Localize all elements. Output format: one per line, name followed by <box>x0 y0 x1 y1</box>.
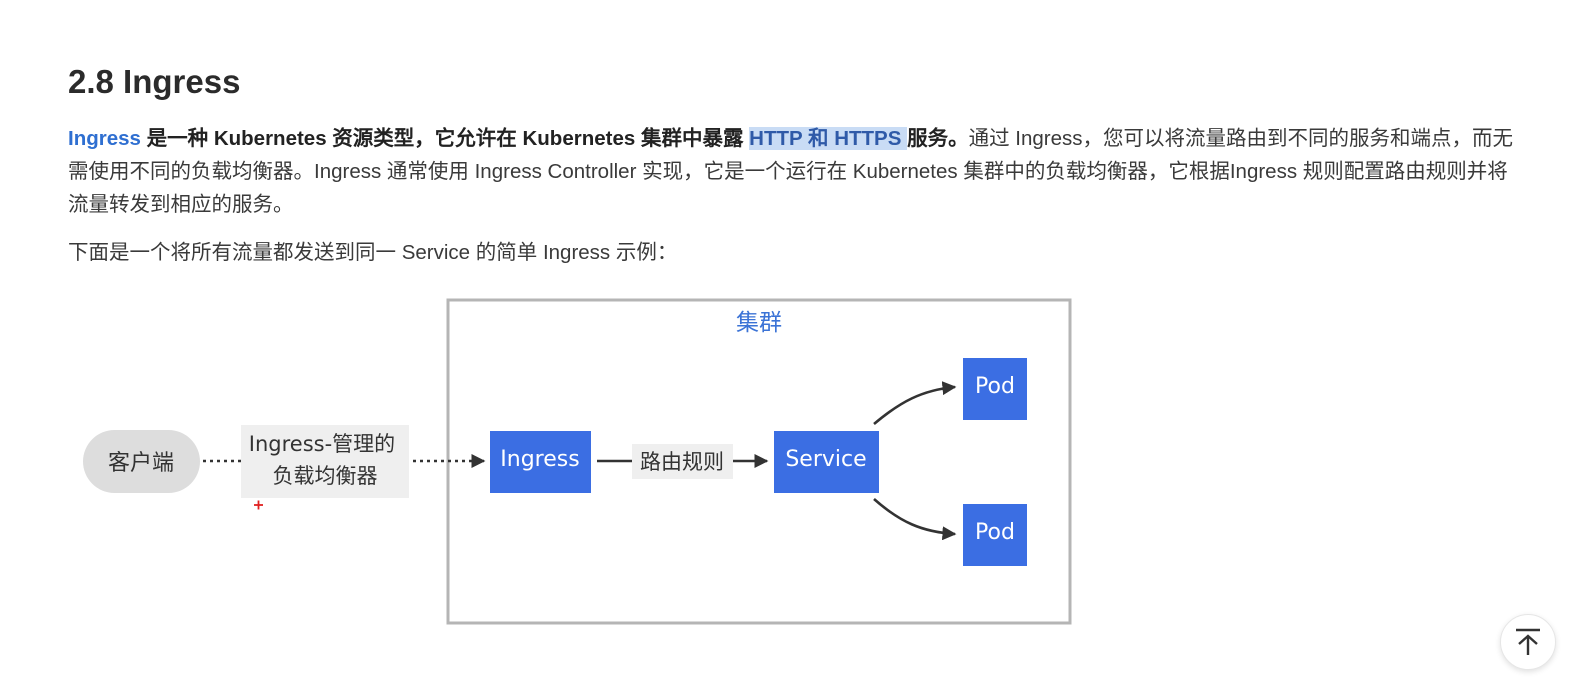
ingress-node <box>490 431 591 493</box>
back-to-top-button[interactable] <box>1500 614 1556 670</box>
service-to-pod2-arrow <box>873 498 957 541</box>
intro-body-text: 通过 Ingress，您可以将流量路由到不同的服务和端点，而无需使用不同的负载均… <box>68 127 1514 216</box>
routing-label-bg <box>632 444 733 479</box>
pod-node-1-label: Pod <box>975 374 1015 399</box>
pod-node-2-label: Pod <box>975 520 1015 545</box>
section-heading: 2.8 Ingress <box>68 63 241 100</box>
intro-bold-text-2: 服务。 <box>907 127 969 150</box>
intro-highlighted-text: HTTP 和 HTTPS <box>749 127 908 150</box>
client-label: 客户端 <box>108 451 174 476</box>
pod-node-1 <box>963 358 1027 420</box>
arrow-up-to-line-icon <box>1516 628 1540 655</box>
intro-bold-text-1: 是一种 Kubernetes 资源类型，它允许在 Kubernetes 集群中暴… <box>140 127 750 150</box>
lb-label-line1: Ingress-管理的 <box>249 432 395 456</box>
service-to-pod1-arrow <box>873 381 957 425</box>
pod-node-2 <box>963 504 1027 566</box>
ingress-link[interactable]: Ingress <box>68 127 141 150</box>
service-node <box>774 431 879 493</box>
lb-label-bg <box>241 425 409 498</box>
cluster-label: 集群 <box>736 310 782 336</box>
client-node <box>83 430 200 493</box>
intro-paragraph: Ingress 是一种 Kubernetes 资源类型，它允许在 Kuberne… <box>68 122 1518 221</box>
lb-label-line2: 负载均衡器 <box>273 464 378 488</box>
red-plus-marker <box>254 500 263 510</box>
example-intro-text: 下面是一个将所有流量都发送到同一 Service 的简单 Ingress 示例： <box>68 241 678 264</box>
service-node-label: Service <box>785 447 866 472</box>
routing-label: 路由规则 <box>640 450 724 474</box>
ingress-node-label: Ingress <box>500 447 579 472</box>
